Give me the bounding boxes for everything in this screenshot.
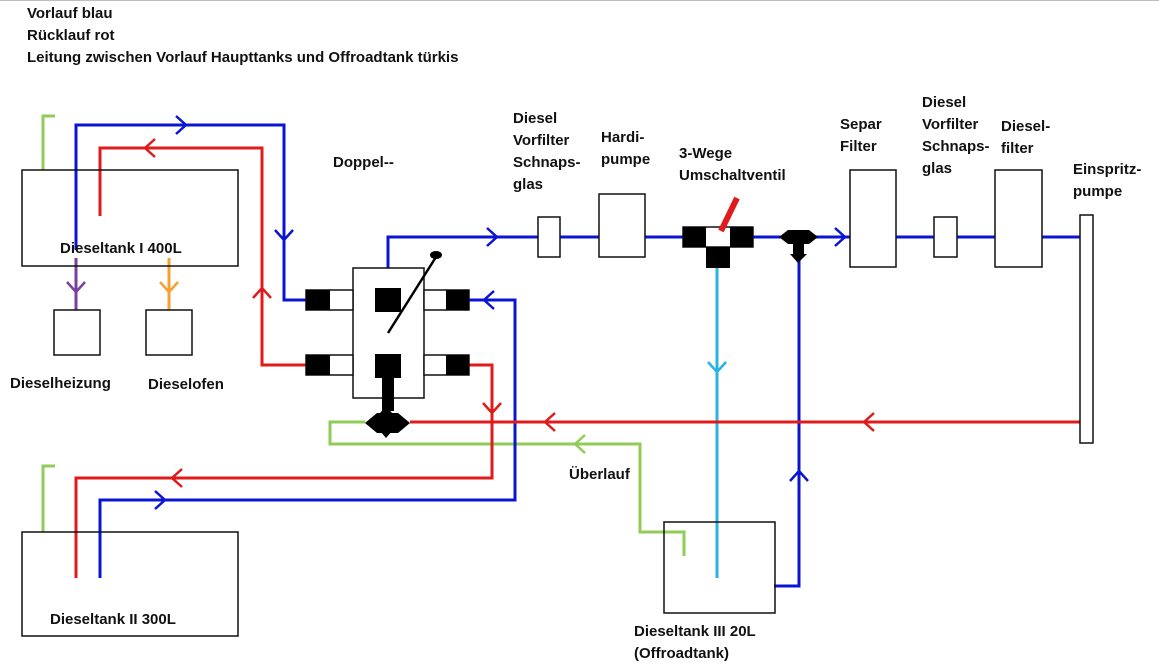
tank1-vent-line (41, 114, 55, 170)
legend-ruecklauf: Rücklauf rot (27, 27, 115, 44)
prefilter2-label: Diesel Vorfilter Schnaps- glas (922, 94, 990, 177)
prefilter2-box (933, 216, 958, 258)
arrow-tank2-feed (154, 490, 167, 510)
tank3-box (663, 521, 776, 614)
tank2-label: Dieseltank II 300L (50, 611, 176, 628)
tank1-feed-line (74, 123, 306, 302)
oven-box (145, 309, 193, 356)
three-way-valve-handle (718, 196, 740, 233)
tank1-label: Dieseltank I 400L (60, 240, 182, 257)
heater-label: Dieselheizung (10, 375, 111, 392)
tank2-return-line (74, 363, 494, 578)
tank2-box (21, 531, 239, 637)
hardipump-label: Hardi- pumpe (601, 129, 651, 168)
offroad-feed-line (774, 252, 801, 588)
arrow-tank1-return (143, 138, 156, 158)
arrow-overflow (573, 434, 586, 454)
hardipump-box (598, 193, 646, 258)
valve-inlet-block-bottom (375, 354, 401, 378)
tank1-box (21, 169, 239, 267)
arrow-filter-inlet (834, 227, 847, 247)
prefilter1-label: Diesel Vorfilter Schnaps- glas (513, 110, 581, 193)
arrow-tank1-return-up (252, 286, 272, 299)
valve-t-fitting (365, 413, 410, 433)
tank2-feed-line (98, 298, 517, 578)
overflow-label: Überlauf (569, 466, 630, 483)
top-border (0, 0, 1159, 1)
arrow-main-feed (486, 227, 499, 247)
arrow-main-return-2 (543, 412, 556, 432)
threeway-label: 3-Wege Umschaltventil (679, 145, 786, 184)
valve-lever (386, 256, 438, 334)
arrow-oven (159, 281, 179, 294)
arrow-tank1-feed (175, 115, 188, 135)
dieselfilter-label: Diesel- filter (1001, 118, 1051, 157)
tank3-label: Dieseltank III 20L (Offroadtank) (634, 623, 756, 662)
oven-label: Dieselofen (148, 376, 224, 393)
legend: Vorlauf blau Rücklauf rot Leitung zwisch… (27, 3, 458, 69)
arrow-offroad-feed-up (789, 469, 809, 482)
arrow-tank2-feed-left (482, 290, 495, 310)
separ-filter-box (849, 169, 897, 268)
t-connector (779, 230, 818, 263)
heater-box (53, 309, 101, 356)
three-way-valve-outlet (706, 247, 730, 268)
valve-stem (382, 377, 394, 411)
overflow-line (328, 420, 686, 556)
three-way-valve (682, 196, 754, 268)
injection-label: Einspritz- pumpe (1073, 161, 1142, 200)
arrow-tank2-return-down (482, 402, 502, 415)
arrow-main-return-1 (862, 412, 875, 432)
valve-inlet-block-top (375, 288, 401, 312)
arrow-heater (66, 281, 86, 294)
arrow-tank1-feed-down (274, 229, 294, 242)
arrow-offroad-down (707, 361, 727, 374)
main-feed-line (386, 235, 538, 268)
valve-lever-knob (430, 251, 442, 259)
separ-label: Separ Filter (840, 116, 882, 155)
arrow-tank2-return-left (170, 468, 183, 488)
doppel-label: Doppel-- (333, 154, 394, 171)
legend-offroad: Leitung zwischen Vorlauf Haupttanks und … (27, 49, 459, 66)
prefilter1-box (537, 216, 561, 258)
dieselfilter-box (994, 169, 1043, 268)
double-valve (305, 251, 470, 438)
tank2-vent-line (41, 464, 55, 532)
legend-vorlauf: Vorlauf blau (27, 5, 113, 22)
injection-pump-box (1079, 214, 1094, 444)
